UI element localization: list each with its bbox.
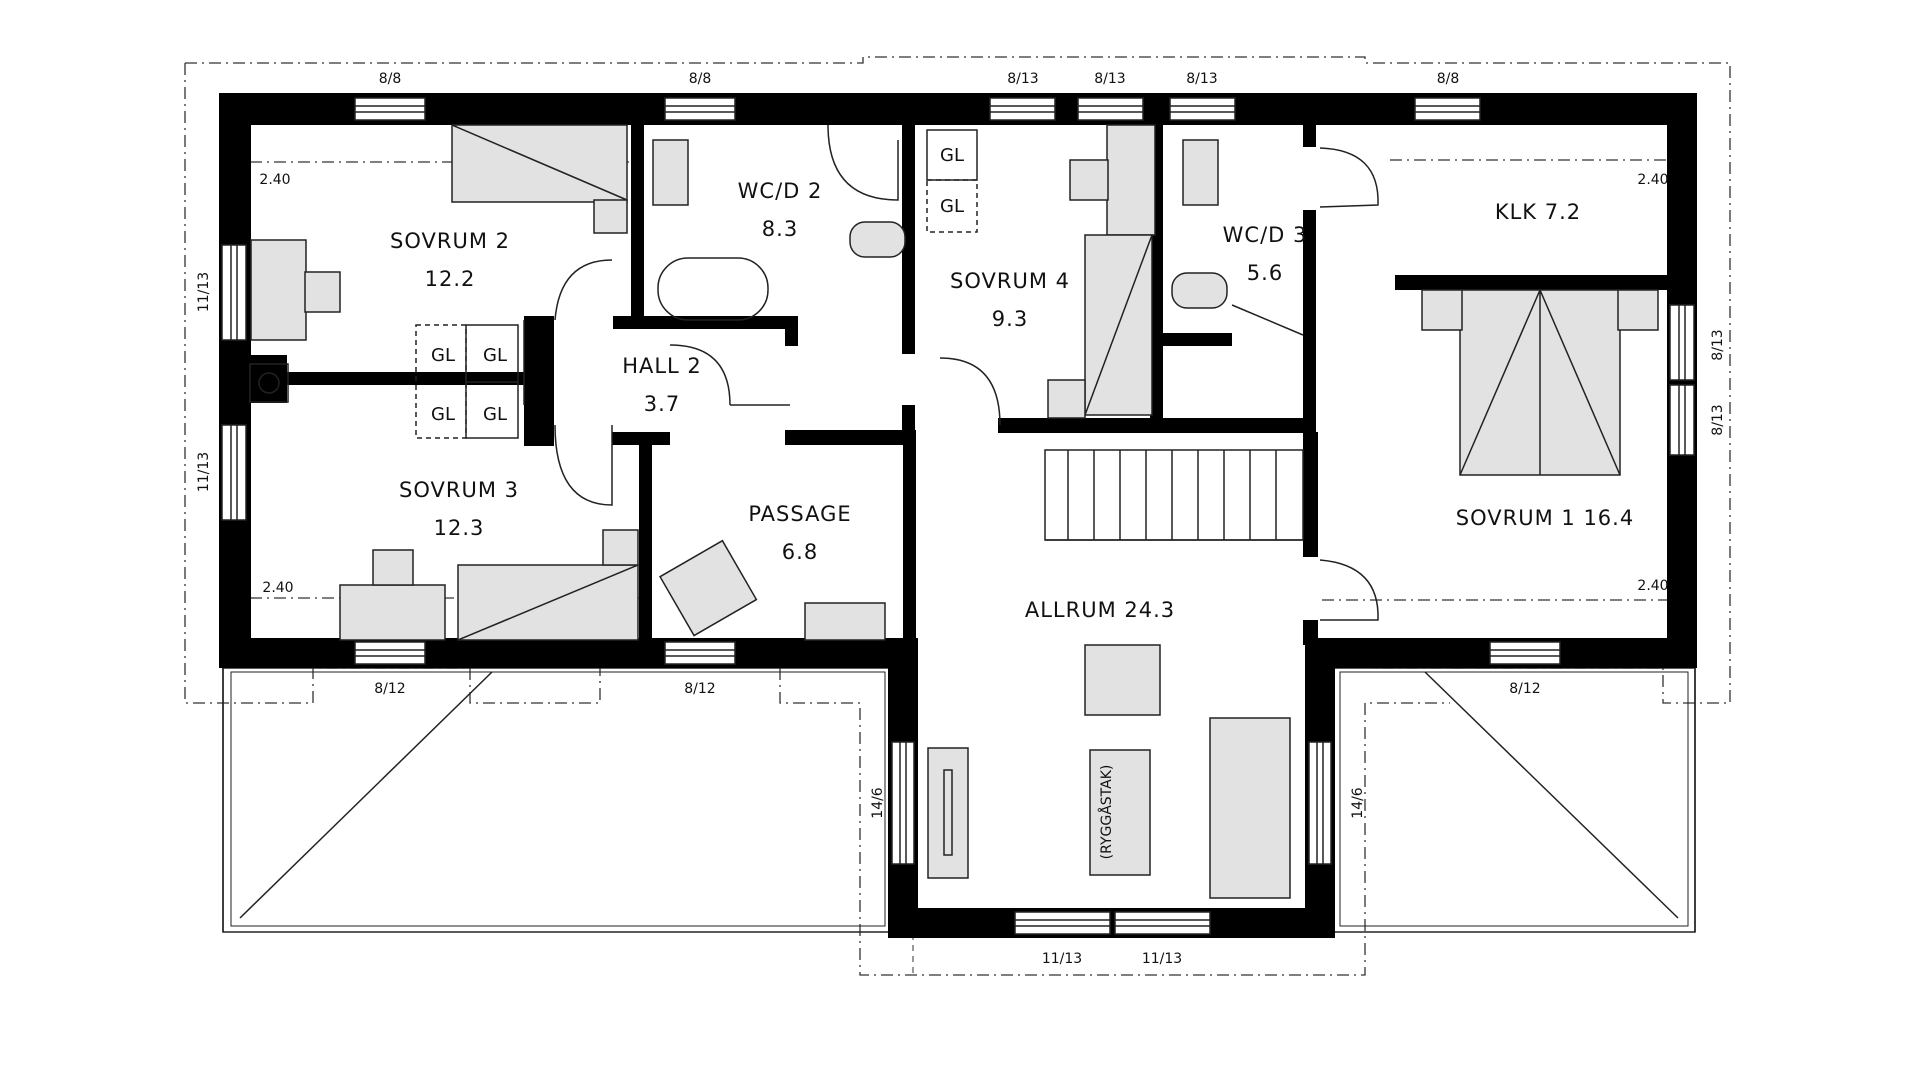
room-area-passage: 6.8 [782,540,818,564]
window-size: 8/13 [1710,329,1726,360]
storage-label: GL [940,145,964,166]
room-name-wcd3: WC/D 3 [1223,223,1308,247]
ceiling-height: 2.40 [259,172,290,188]
doors [523,124,1379,621]
window-size: 11/13 [196,452,212,492]
window-size: 8/8 [1437,71,1460,87]
furniture [249,124,1659,899]
ceiling-height: 2.40 [262,580,293,596]
room-name-sovrum2: SOVRUM 2 [390,229,510,253]
window-size: 8/12 [374,681,405,697]
window-size: 8/13 [1094,71,1125,87]
room-area-wcd2: 8.3 [762,217,798,241]
room-name-hall2: HALL 2 [622,354,702,378]
room-area-sovrum3: 12.3 [434,516,485,540]
window-size: 8/8 [689,71,712,87]
window-size: 8/13 [1710,404,1726,435]
ridge-note: (RYGGÅSTAK) [1098,765,1115,860]
room-area-wcd3: 5.6 [1247,261,1283,285]
storage-label: GL [483,345,507,366]
window-size: 8/12 [684,681,715,697]
ceiling-height: 2.40 [1637,578,1668,594]
window-openings [221,97,1695,935]
window-size: 8/12 [1509,681,1540,697]
window-size: 8/8 [379,71,402,87]
room-area-hall2: 3.7 [644,392,680,416]
interior-walls [219,122,1667,645]
room-name-sovrum3: SOVRUM 3 [399,478,519,502]
window-size: 11/13 [1142,951,1182,967]
storage-label: GL [940,196,964,217]
storage-label: GL [431,345,455,366]
storage-label: GL [483,404,507,425]
window-size: 11/13 [1042,951,1082,967]
window-size: 11/13 [196,272,212,312]
room-name-sovrum4: SOVRUM 4 [950,269,1070,293]
room-name-klk: KLK 7.2 [1495,200,1581,224]
window-size: 8/13 [1007,71,1038,87]
ceiling-height-labels: 2.40 2.40 2.40 2.40 [259,172,1668,596]
window-labels: 8/8 8/8 8/13 8/13 8/13 8/8 8/12 8/12 8/1… [196,71,1726,967]
room-name-sovrum1: SOVRUM 1 16.4 [1456,506,1634,530]
room-labels: SOVRUM 2 12.2 SOVRUM 3 12.3 WC/D 2 8.3 H… [390,179,1634,622]
room-name-wcd2: WC/D 2 [738,179,823,203]
room-name-passage: PASSAGE [748,502,851,526]
window-size: 14/6 [870,787,886,819]
room-area-sovrum2: 12.2 [425,267,476,291]
storage-label: GL [431,404,455,425]
window-size: 14/6 [1350,787,1366,819]
room-name-allrum: ALLRUM 24.3 [1025,598,1175,622]
room-area-sovrum4: 9.3 [992,307,1028,331]
window-size: 8/13 [1186,71,1217,87]
ceiling-height: 2.40 [1637,172,1668,188]
storage-labels: GL GL GL GL GL GL [431,145,964,425]
